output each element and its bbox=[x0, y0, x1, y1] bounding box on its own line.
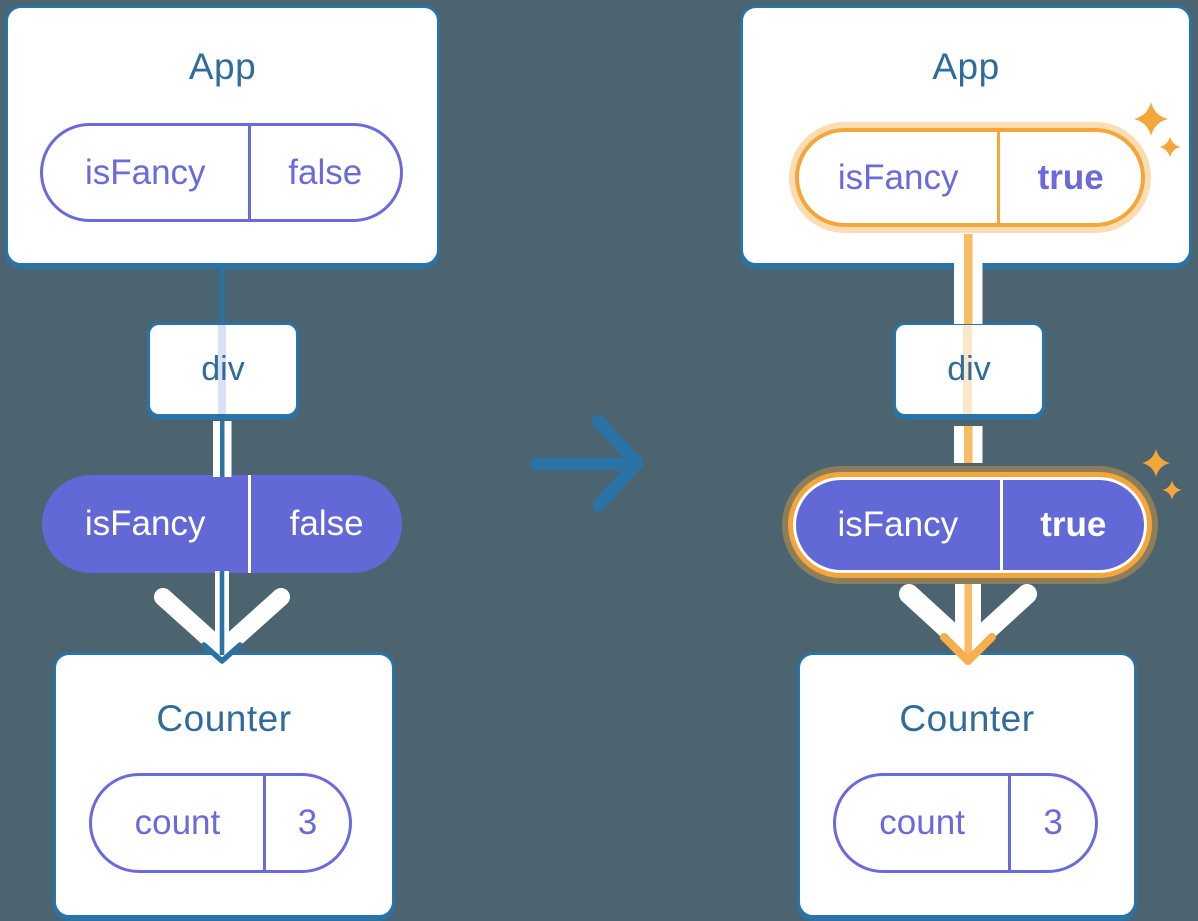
prop-pill: isFancy false bbox=[42, 475, 402, 573]
right-arrow-icon bbox=[529, 414, 644, 512]
counter-card: Counter count 3 bbox=[53, 652, 395, 918]
app-title: App bbox=[188, 46, 257, 87]
count-pill: count 3 bbox=[833, 773, 1098, 873]
app-card: App isFancy true bbox=[740, 5, 1192, 266]
app-card: App isFancy false bbox=[5, 5, 440, 266]
counter-title: Counter bbox=[156, 698, 292, 739]
faint-prop-line bbox=[963, 325, 972, 414]
count-value: 3 bbox=[1008, 776, 1095, 870]
update-pipe-div-to-pill bbox=[954, 426, 983, 463]
prop-key: isFancy bbox=[84, 504, 206, 543]
prop-pill-highlighted: isFancy true bbox=[793, 477, 1147, 573]
count-pill: count 3 bbox=[89, 773, 352, 873]
app-title: App bbox=[932, 46, 1000, 87]
state-value: true bbox=[997, 132, 1141, 223]
prop-value: false bbox=[248, 475, 402, 573]
state-pill-highlighted: isFancy true bbox=[795, 128, 1145, 227]
div-label: div bbox=[947, 350, 991, 388]
state-key: isFancy bbox=[837, 157, 959, 197]
state-key: isFancy bbox=[84, 152, 206, 192]
state-pill: isFancy false bbox=[40, 123, 403, 222]
sparkle-icon bbox=[1142, 449, 1170, 477]
sparkle-icon bbox=[1162, 480, 1182, 500]
counter-title: Counter bbox=[899, 698, 1035, 739]
count-value: 3 bbox=[262, 776, 349, 870]
count-key: count bbox=[879, 803, 965, 842]
faint-prop-line bbox=[218, 325, 226, 414]
prop-key: isFancy bbox=[837, 505, 959, 544]
prop-value: true bbox=[999, 480, 1144, 570]
count-key: count bbox=[134, 803, 221, 842]
counter-card: Counter count 3 bbox=[797, 652, 1137, 918]
div-label: div bbox=[201, 350, 245, 388]
flow-chevron-icon bbox=[899, 584, 1037, 658]
flow-arrow-to-counter bbox=[899, 584, 1037, 665]
state-value: false bbox=[247, 126, 400, 219]
div-card: div bbox=[893, 322, 1045, 417]
prop-pipe-div-to-pill bbox=[213, 421, 232, 477]
flow-arrow-to-counter bbox=[154, 571, 290, 664]
div-card: div bbox=[147, 322, 299, 417]
flow-chevron-icon bbox=[154, 588, 290, 659]
